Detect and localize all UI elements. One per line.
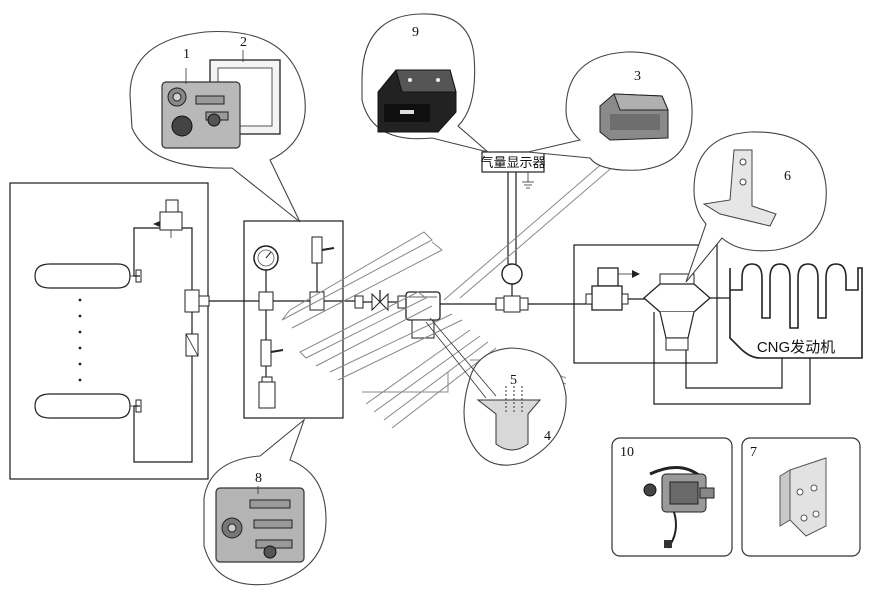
pressure-regulator [643, 273, 738, 351]
panel-filter-cartridge [258, 376, 276, 409]
callout-number-5: 5 [510, 373, 517, 388]
cng-engine: CNG发动机 [729, 263, 863, 359]
cylinder-enclosure [9, 182, 210, 480]
item-10-panel: 10 [611, 437, 733, 557]
panel-cross-fitting [255, 291, 310, 340]
cylinder-solenoid-valve [153, 199, 183, 238]
high-pressure-filter [405, 291, 498, 339]
callout-number-9: 9 [412, 25, 419, 40]
callout-number-1: 1 [183, 47, 190, 62]
panel-top-valve [311, 236, 335, 292]
item-7-panel: 7 [741, 437, 861, 557]
callout-filter-element: 5 4 [425, 317, 567, 466]
engine-compartment-box [573, 244, 738, 364]
callout-gauge-display-device: 9 [361, 13, 489, 153]
pressure-sensor [495, 263, 592, 313]
item-number-10: 10 [620, 445, 634, 460]
item-number-7: 7 [750, 445, 757, 460]
pressure-gauge [253, 245, 279, 292]
engine-solenoid-valve [585, 267, 640, 311]
gas-cylinder-bottom [34, 393, 142, 419]
gas-cylinder-top [34, 263, 142, 289]
return-line-inner [685, 350, 783, 389]
main-line-fittings [354, 290, 407, 312]
callout-number-2: 2 [240, 35, 247, 50]
wiring-harness [281, 135, 645, 429]
gas-gauge-display-label: 气量显示器 [480, 155, 545, 171]
cylinder-tee-fitting [184, 289, 210, 380]
callout-ecu: 3 [527, 51, 693, 171]
cylinder-ellipsis [78, 298, 82, 382]
callout-number-4: 4 [544, 429, 551, 444]
return-line-outer [653, 312, 811, 405]
callout-number-3: 3 [634, 69, 641, 84]
callout-bracket: 6 [685, 131, 827, 283]
callout-cylinder-panel: 8 [203, 418, 327, 586]
control-panel-box [243, 220, 355, 419]
callout-number-8: 8 [255, 471, 262, 486]
gas-gauge-display: 气量显示器 [480, 151, 546, 189]
callout-panel-assembly: 1 2 [129, 30, 306, 223]
engine-label: CNG发动机 [757, 339, 835, 356]
callout-number-6: 6 [784, 169, 791, 184]
panel-lower-valve [260, 339, 284, 382]
